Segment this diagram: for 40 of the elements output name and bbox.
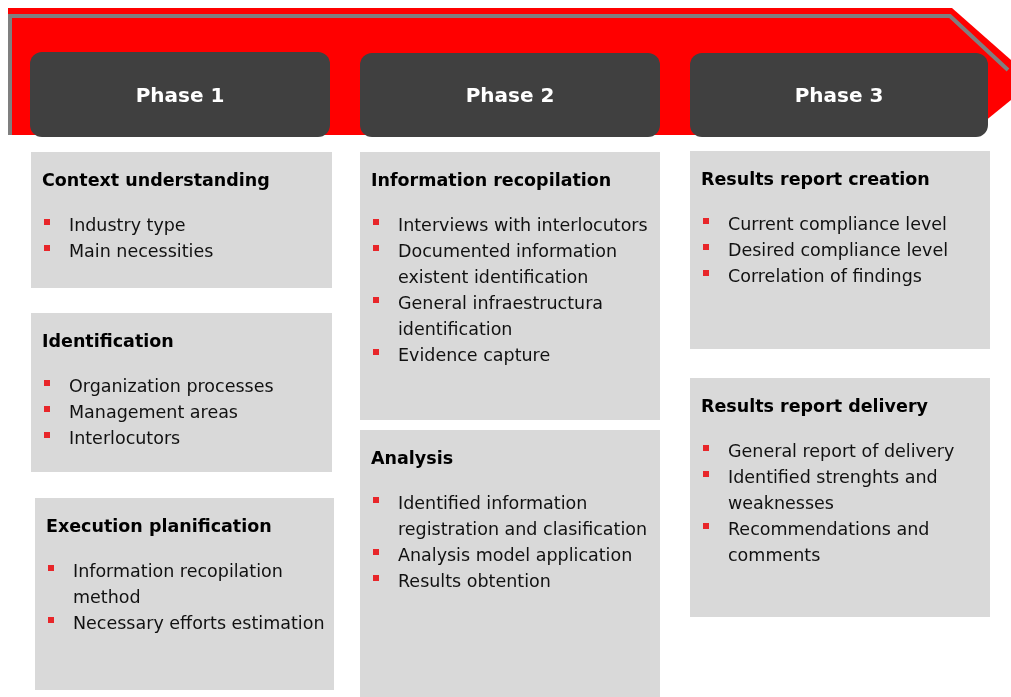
phase-box — [30, 52, 330, 137]
bullet-item: Current compliance level — [701, 211, 982, 237]
info-card — [31, 313, 332, 472]
bullet-item: Organization processes — [42, 373, 324, 399]
bullet-item: Main necessities — [42, 238, 324, 264]
card-heading: Execution planification — [46, 516, 273, 536]
bullet-item: Necessary efforts estimation — [46, 610, 326, 636]
phase-box — [360, 53, 660, 137]
info-card — [360, 430, 660, 697]
info-card — [690, 151, 990, 349]
phase-label: Phase 1 — [135, 82, 225, 107]
bullet-item: Recommendations and comments — [701, 516, 982, 568]
card-heading: Results report delivery — [701, 396, 929, 416]
bullet-item: Evidence capture — [371, 342, 652, 368]
phase-label: Phase 3 — [794, 83, 884, 107]
bullet-item: General report of delivery — [701, 438, 982, 464]
info-card — [35, 498, 334, 690]
bullet-item: Information recopilation method — [46, 558, 326, 610]
bullet-item: Correlation of findings — [701, 263, 982, 289]
card-heading: Analysis — [371, 448, 455, 468]
phase-label: Phase 2 — [465, 83, 555, 107]
bullet-item: General infraestructura identification — [371, 290, 652, 342]
info-card — [31, 152, 332, 288]
phase-box — [690, 53, 988, 137]
bullet-item: Interlocutors — [42, 425, 324, 451]
bullet-item: Analysis model application — [371, 542, 652, 568]
bullet-item: Management areas — [42, 399, 324, 425]
info-card — [690, 378, 990, 617]
bullet-item: Documented information existent identification — [371, 238, 652, 290]
bullet-item: Identified strenghts and weaknesses — [701, 464, 982, 516]
card-heading: Information recopilation — [371, 170, 613, 190]
info-card — [360, 152, 660, 420]
card-heading: Results report creation — [701, 169, 931, 189]
bullet-item: Identified information registration and clasification — [371, 490, 652, 542]
bullet-item: Desired compliance level — [701, 237, 982, 263]
bullet-item: Interviews with interlocutors — [371, 212, 652, 238]
bullet-item: Results obtention — [371, 568, 652, 594]
card-heading: Identification — [42, 331, 175, 351]
bullet-item: Industry type — [42, 212, 324, 238]
card-heading: Context understanding — [42, 170, 271, 190]
